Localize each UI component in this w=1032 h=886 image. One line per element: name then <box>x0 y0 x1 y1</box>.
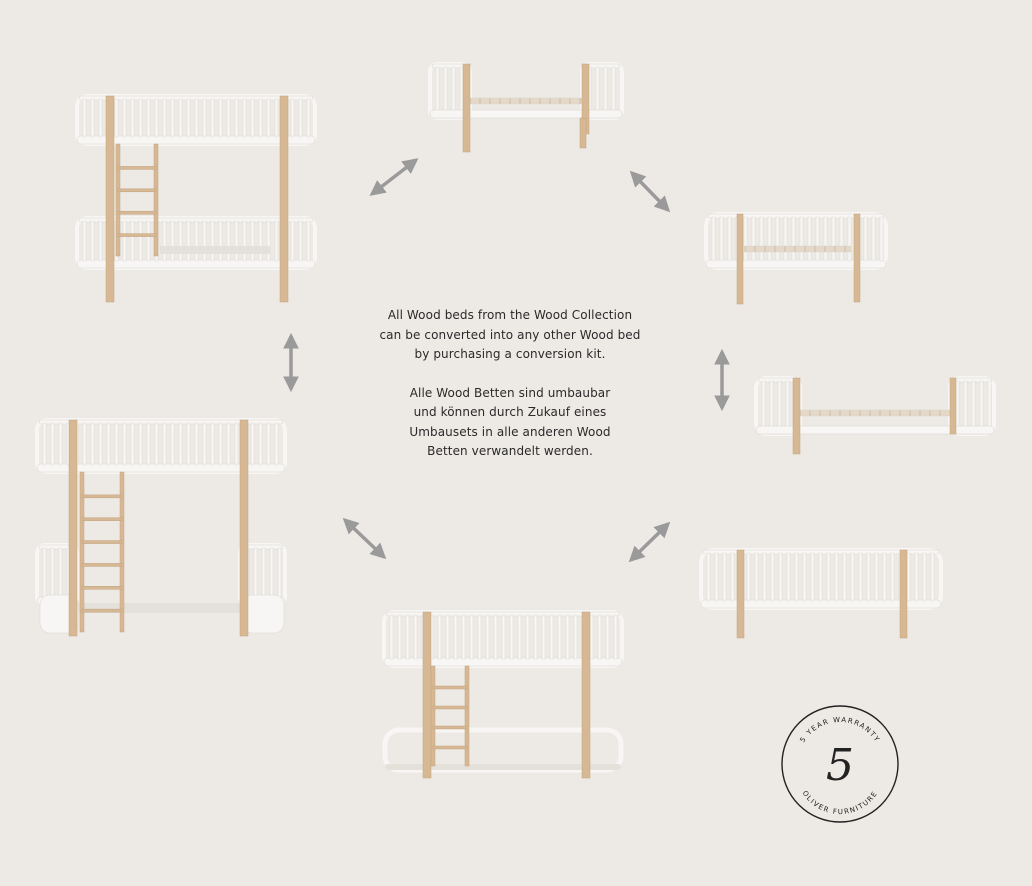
description-en-line-1: All Wood beds from the Wood Collection <box>387 308 633 322</box>
bed-single-high <box>428 62 624 153</box>
arrow-single-to-daybed <box>629 170 671 213</box>
conversion-description: All Wood beds from the Wood Collection c… <box>340 306 680 462</box>
description-de-line-4: Betten verwandelt werden. <box>427 444 593 458</box>
description-en-line-2: can be converted into any other Wood bed <box>379 327 641 342</box>
description-de-line-3: Umbausets in alle anderen Wood <box>409 424 611 439</box>
conversion-arrows <box>283 158 730 563</box>
bed-single-low <box>754 376 996 455</box>
seal-bottom-text: OLIVER FURNITURE <box>801 789 880 816</box>
warranty-seal: 5 YEAR WARRANTY 5 OLIVER FURNITURE <box>781 705 899 823</box>
description-en-line-3: by purchasing a conversion kit. <box>414 347 606 361</box>
description-de-line-1: Alle Wood Betten sind umbaubar <box>409 385 611 400</box>
arrow-junior-to-sofa <box>628 521 671 563</box>
arrow-loft-to-halfhigh <box>342 517 387 560</box>
bed-loft <box>35 418 287 637</box>
bed-daybed <box>704 212 888 305</box>
arrow-bunk-to-single <box>369 158 419 196</box>
seal-number: 5 <box>826 740 854 791</box>
bed-bunk <box>75 94 317 303</box>
bed-half-high <box>382 610 624 779</box>
bed-sofa <box>699 548 943 639</box>
description-de-line-2: und können durch Zukauf eines <box>413 405 607 419</box>
